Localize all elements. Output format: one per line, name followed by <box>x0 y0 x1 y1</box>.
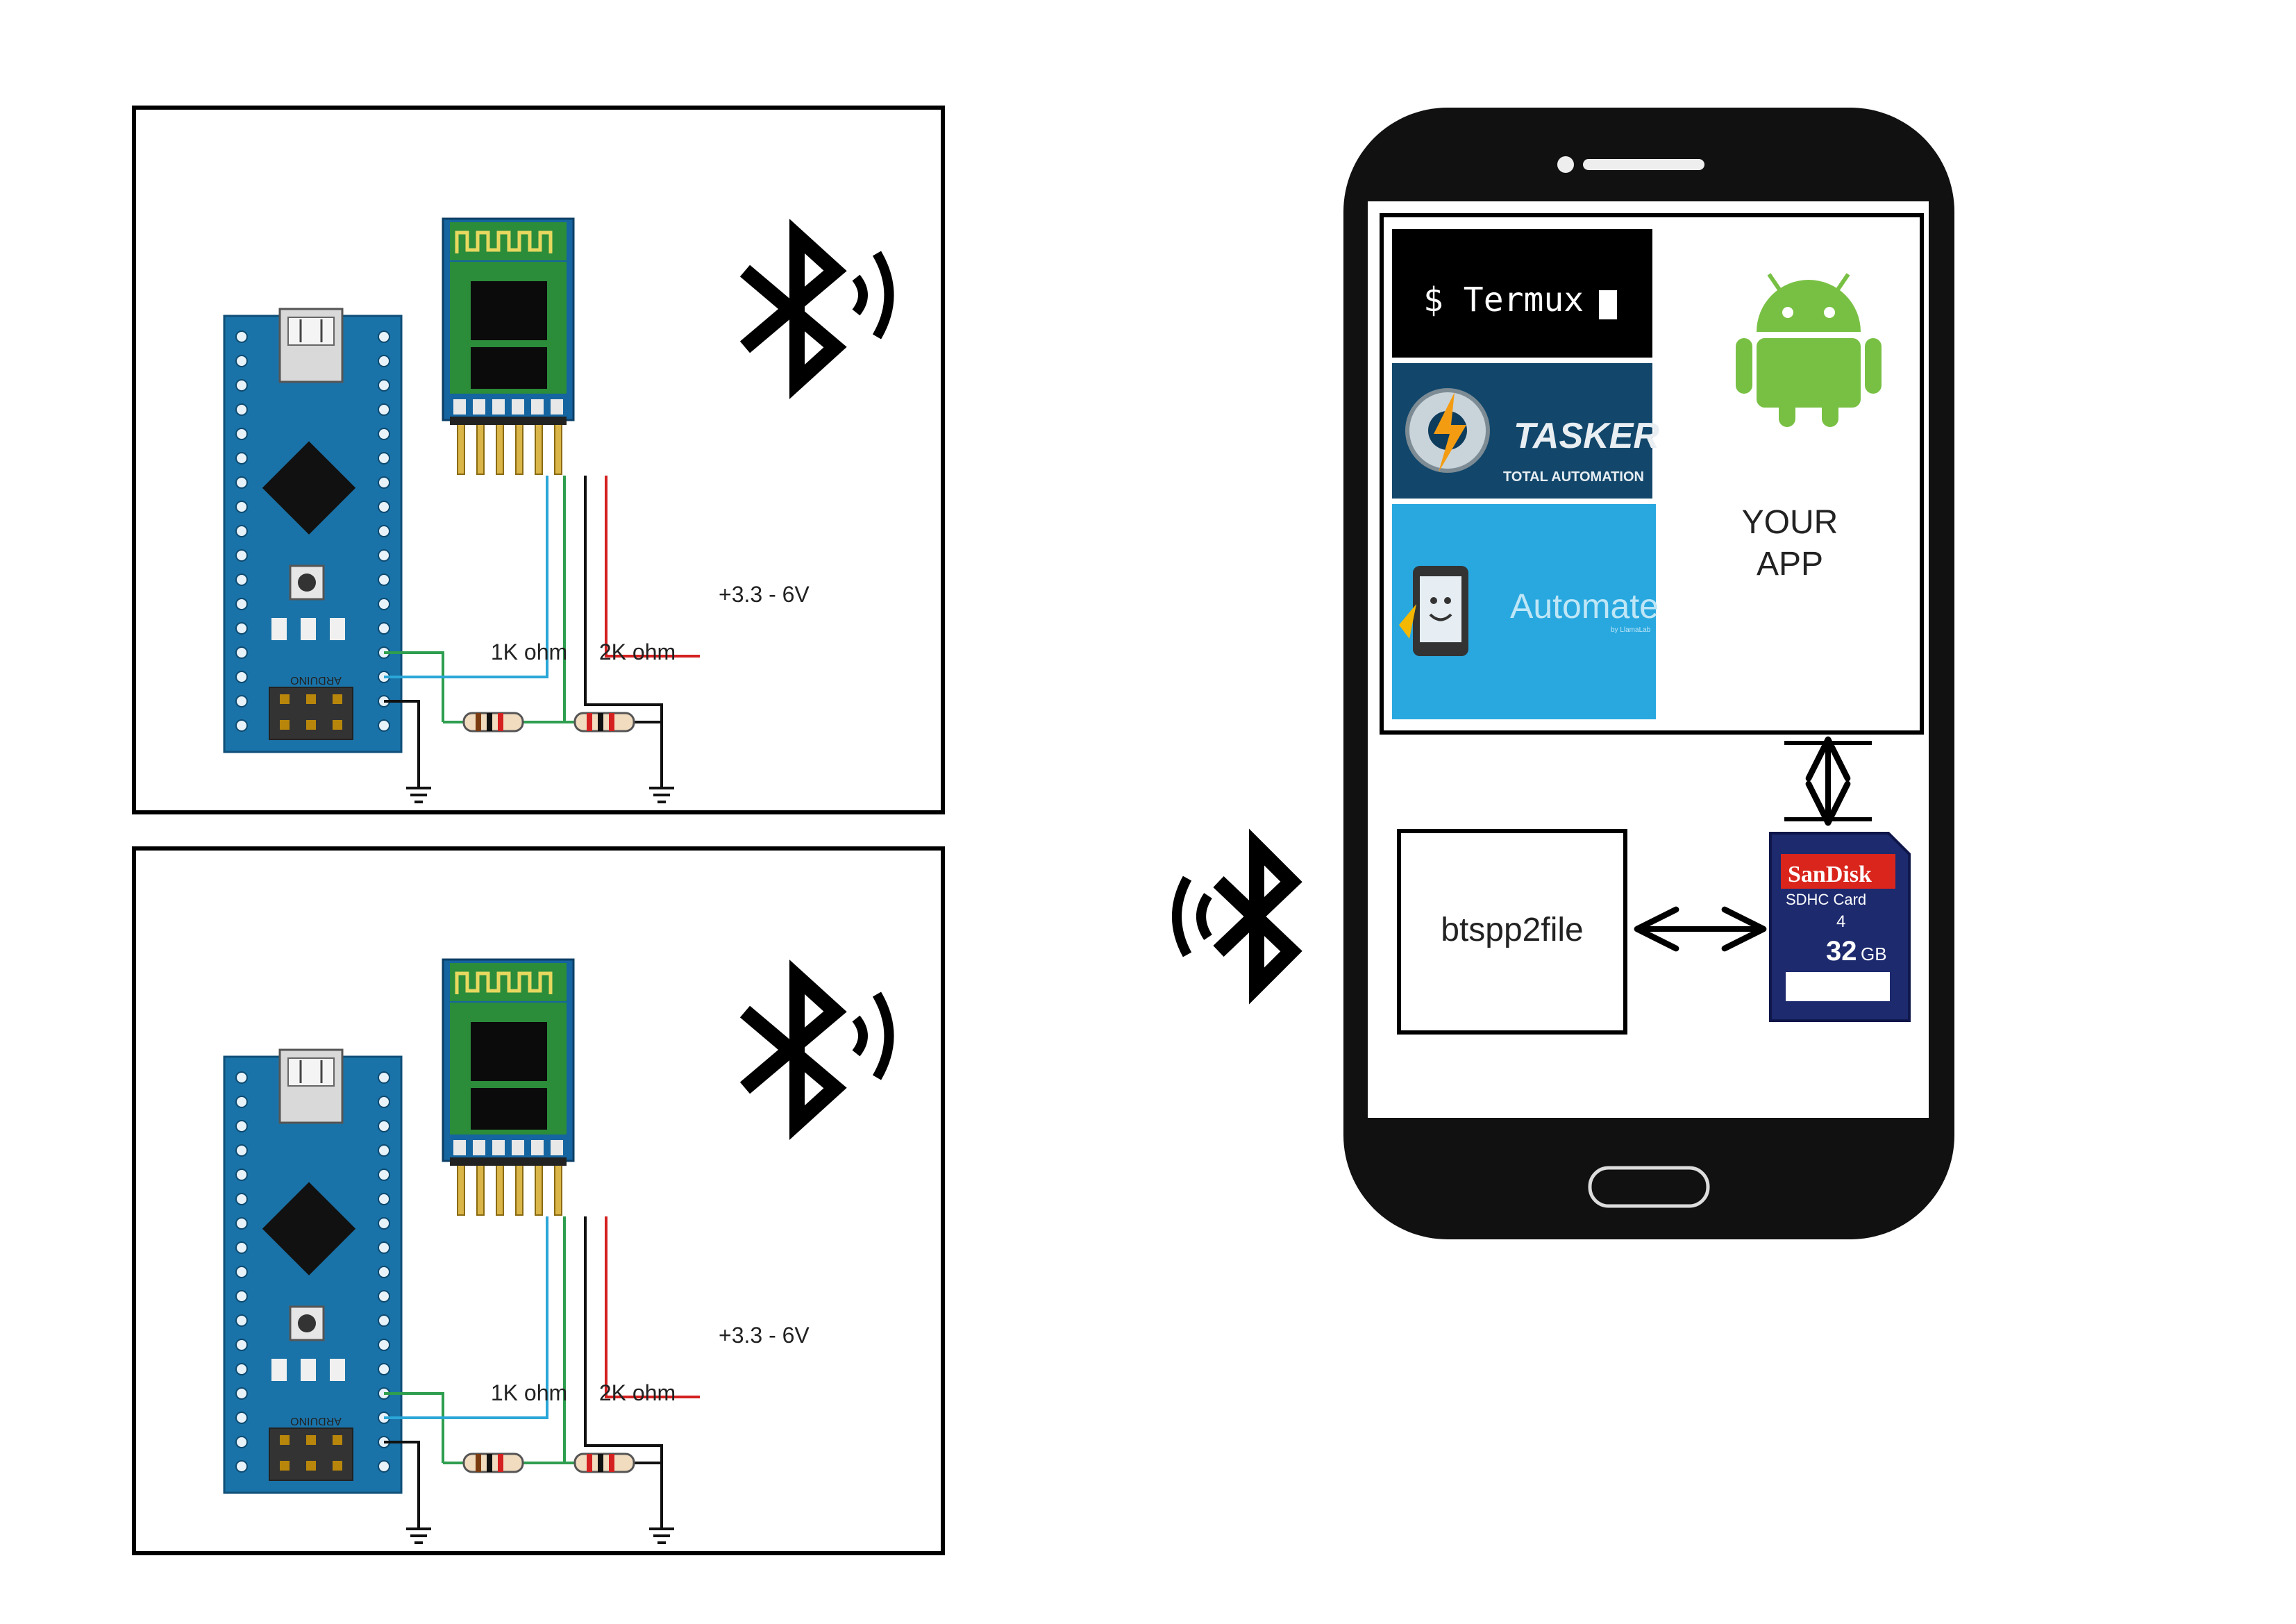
resistor-1k-label: 1K ohm <box>491 639 567 664</box>
your-app-label-line1: YOUR <box>1742 504 1838 541</box>
android-icon <box>1736 273 1882 427</box>
sdcard-type: SDHC Card <box>1786 891 1866 908</box>
sdcard-speed-class: 4 <box>1836 912 1845 931</box>
btspp2file-label: btspp2file <box>1441 912 1583 948</box>
supply-voltage-label: +3.3 - 6V <box>719 582 810 607</box>
automate-robot-icon <box>1399 566 1468 656</box>
circuit-panel-top: 1K ohm 2K ohm +3.3 - 6V ARDUINO <box>132 106 945 814</box>
tasker-app-tile[interactable]: TASKER TOTAL AUTOMATION <box>1392 363 1659 499</box>
smartphone: $ Termux TASKER TOTAL AUTOMATION <box>1343 108 1954 1239</box>
sdcard-icon: SanDisk SDHC Card 4 32 GB <box>1769 832 1911 1022</box>
termux-app-tile[interactable]: $ Termux <box>1392 229 1652 358</box>
gear-icon <box>1405 388 1490 473</box>
sdcard-capacity: 32 <box>1826 936 1857 966</box>
board-name: ARDUINO <box>290 674 342 686</box>
automate-title: Automate <box>1510 587 1659 626</box>
circuit-panel-bottom: 1K ohm 2K ohm +3.3 - 6V ARDUINO <box>132 846 945 1555</box>
your-app-label-line2: APP <box>1757 546 1823 583</box>
board-name: ARDUINO <box>290 1415 342 1427</box>
btspp2file-box: btspp2file <box>1397 829 1627 1035</box>
resistor-2k-label: 2K ohm <box>599 1380 676 1405</box>
termux-label: $ Termux <box>1423 281 1584 319</box>
supply-voltage-label: +3.3 - 6V <box>719 1323 810 1348</box>
automate-subtitle: by LlamaLab <box>1611 626 1651 634</box>
resistor-2k-label: 2K ohm <box>599 639 676 664</box>
sdcard-brand: SanDisk <box>1788 862 1872 887</box>
bluetooth-icon-phone <box>1172 828 1302 1005</box>
tasker-title: TASKER <box>1514 416 1659 456</box>
resistor-1k-label: 1K ohm <box>491 1380 567 1405</box>
sdcard-capacity-unit: GB <box>1861 944 1887 964</box>
automate-app-tile[interactable]: Automate by LlamaLab <box>1392 504 1659 719</box>
tasker-subtitle: TOTAL AUTOMATION <box>1503 469 1644 485</box>
